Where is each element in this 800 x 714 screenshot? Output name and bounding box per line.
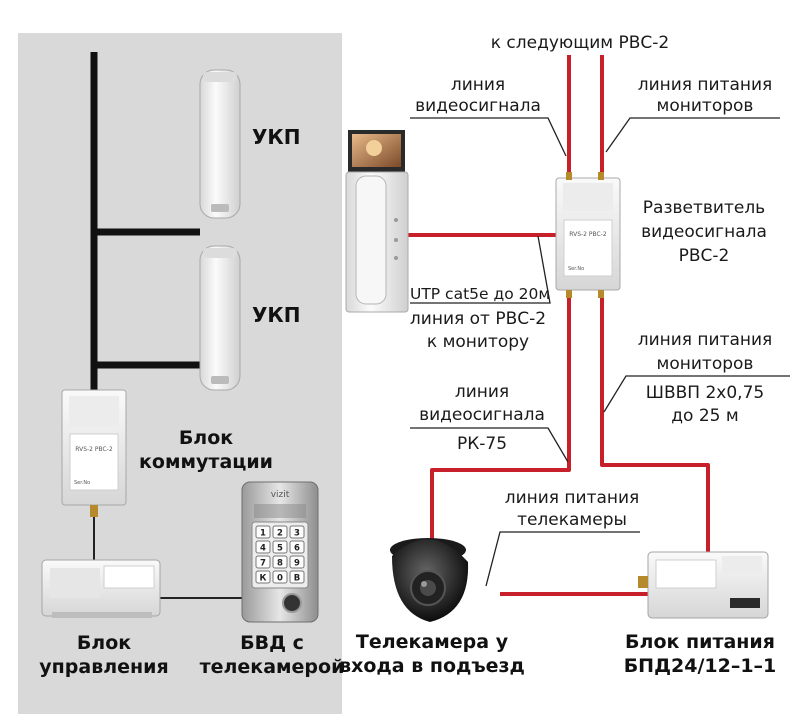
switch-model-text: RVS-2 PBC-2 bbox=[75, 446, 113, 453]
label-psu-2: БПД24/12–1–1 bbox=[624, 655, 777, 677]
psu-device bbox=[638, 551, 769, 619]
keypad-key bbox=[255, 570, 271, 584]
switch-serial-text: Ser.No bbox=[74, 480, 90, 486]
keypad-key-label: 9 bbox=[294, 559, 300, 569]
label-splitter-3: РВС-2 bbox=[679, 246, 730, 266]
label-block-comm-1: Блок bbox=[179, 427, 233, 449]
keypad-key bbox=[289, 540, 305, 554]
keypad-key-label: 5 bbox=[277, 544, 283, 554]
keypad-key bbox=[289, 555, 305, 569]
keypad-key bbox=[289, 570, 305, 584]
ukp-handset-1 bbox=[199, 69, 241, 219]
splitter-serial-text: Ser.No bbox=[568, 266, 584, 272]
label-power-mid-2: мониторов bbox=[657, 354, 754, 374]
keypad-key bbox=[272, 555, 288, 569]
label-block-comm-2: коммутации bbox=[139, 451, 273, 473]
ukp-handset-2 bbox=[199, 245, 241, 391]
label-utp-1: UTP cat5e до 20м bbox=[410, 285, 550, 303]
keypad-key-label: 1 bbox=[260, 529, 266, 539]
keypad-key bbox=[255, 525, 271, 539]
label-power-mid-1: линия питания bbox=[638, 330, 773, 350]
label-video-mid-1: линия bbox=[455, 382, 509, 402]
thin-black-wires bbox=[93, 517, 242, 599]
label-control-2: управления bbox=[39, 656, 168, 678]
keypad-key-label: 7 bbox=[260, 559, 266, 569]
label-utp-3: к монитору bbox=[427, 332, 529, 352]
keypad-key-label: В bbox=[294, 574, 300, 584]
keypad-key bbox=[255, 540, 271, 554]
bus-line bbox=[90, 52, 200, 390]
keypad-key-label: 0 bbox=[277, 574, 283, 584]
dome-camera bbox=[390, 538, 469, 622]
splitter-model-text: RVS-2 PBC-2 bbox=[569, 231, 607, 238]
video-monitor bbox=[345, 130, 409, 313]
label-video-mid-2: видеосигнала bbox=[419, 405, 545, 425]
label-video-top-2: видеосигнала bbox=[415, 96, 541, 116]
label-splitter-2: видеосигнала bbox=[641, 222, 767, 242]
label-camera-1: Телекамера у bbox=[356, 631, 509, 653]
keypad-key-label: 8 bbox=[277, 559, 283, 569]
keypad-key-label: 4 bbox=[260, 544, 266, 554]
label-camera-2: входа в подъезд bbox=[339, 655, 525, 677]
label-video-mid-3: РК-75 bbox=[457, 434, 507, 454]
label-ukp-1: УКП bbox=[252, 125, 301, 149]
red-wiring bbox=[405, 55, 710, 596]
switching-block: RVS-2 PBC-2 Ser.No bbox=[61, 389, 127, 517]
label-control-1: Блок bbox=[77, 632, 131, 654]
keypad-key bbox=[289, 525, 305, 539]
label-cam-power-1: линия питания bbox=[505, 488, 640, 508]
label-cam-power-2: телекамеры bbox=[517, 510, 627, 530]
label-power-mid-3: ШВВП 2х0,75 bbox=[646, 383, 764, 403]
label-splitter-1: Разветвитель bbox=[643, 198, 765, 218]
label-to-next: к следующим РВС-2 bbox=[491, 33, 670, 53]
panel-logo: vizit bbox=[271, 490, 290, 500]
keypad-key bbox=[272, 525, 288, 539]
keypad-key bbox=[272, 570, 288, 584]
control-block bbox=[41, 559, 161, 618]
keypad-key-label: 3 bbox=[294, 529, 300, 539]
keypad-key-label: К bbox=[260, 574, 267, 584]
label-video-top-1: линия bbox=[451, 75, 505, 95]
keypad-key-label: 6 bbox=[294, 544, 300, 554]
label-utp-2: линия от РВС-2 bbox=[410, 309, 546, 329]
splitter-device: RVS-2 PBC-2 Ser.No bbox=[555, 172, 621, 298]
keypad-key-label: 2 bbox=[277, 529, 283, 539]
label-power-top-2: мониторов bbox=[657, 96, 754, 116]
label-power-top-1: линия питания bbox=[638, 75, 773, 95]
label-bvd-1: БВД с bbox=[240, 632, 304, 654]
keypad-key bbox=[255, 555, 271, 569]
keypad-key bbox=[272, 540, 288, 554]
label-psu-1: Блок питания bbox=[625, 631, 775, 653]
leader-lines bbox=[410, 117, 790, 587]
label-power-mid-4: до 25 м bbox=[671, 406, 738, 426]
label-ukp-2: УКП bbox=[252, 303, 301, 327]
label-bvd-2: телекамерой bbox=[200, 656, 345, 678]
